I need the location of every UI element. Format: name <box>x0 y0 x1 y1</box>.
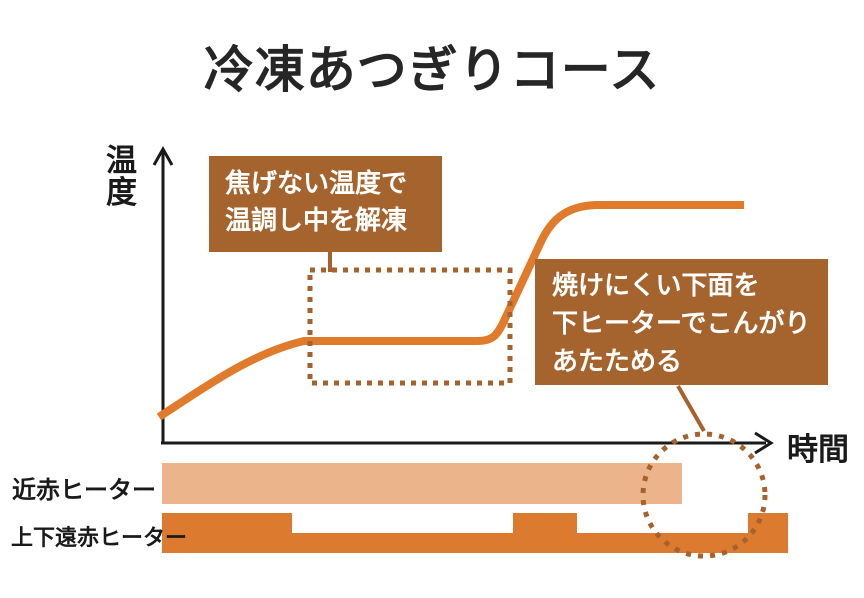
callout-bottom-browning-line2: 下ヒーターでこんがり <box>552 309 811 339</box>
callout-defrost: 焦げない温度で 温調し中を解凍 <box>209 156 442 252</box>
callout-browning-leader-line <box>676 384 706 433</box>
y-axis-arrow-icon <box>152 145 174 166</box>
page-title: 冷凍あつぎりコース <box>203 41 661 99</box>
temperature-curve <box>156 201 744 421</box>
callout-defrost-line2: 温調し中を解凍 <box>225 206 408 236</box>
callout-bottom-browning: 焼けにくい下面を 下ヒーターでこんがり あたためる <box>535 259 828 385</box>
x-axis-label: 時間 <box>787 432 849 468</box>
callout-defrost-line1: 焦げない温度で <box>225 169 408 199</box>
y-axis-label: 温度 <box>106 143 137 211</box>
defrost-zone-dotted-rect <box>307 267 513 386</box>
callout-bottom-browning-line3: あたためる <box>552 347 683 377</box>
x-axis-arrow-icon <box>754 431 774 455</box>
browning-zone-dotted-circle <box>640 431 768 559</box>
near-infrared-heater-bar <box>162 463 682 504</box>
callout-bottom-browning-line1: 焼けにくい下面を <box>552 271 760 301</box>
far-infrared-heater-bar <box>162 513 788 553</box>
near-infrared-heater-label: 近赤ヒーター <box>12 476 156 504</box>
far-infrared-heater-label: 上下遠赤ヒーター <box>11 526 188 551</box>
